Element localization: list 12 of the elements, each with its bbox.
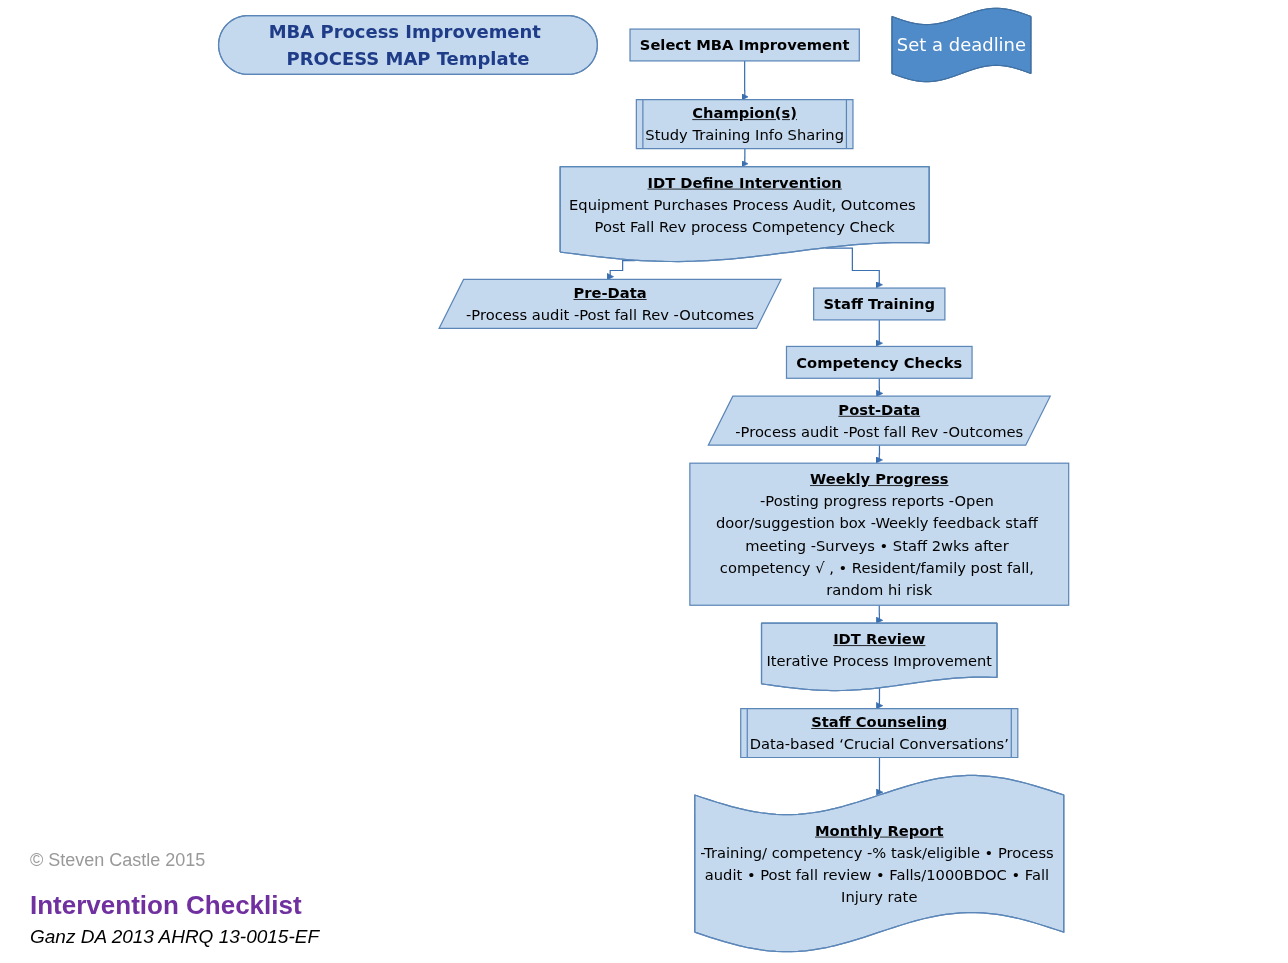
arrow [876, 319, 884, 347]
checklist-title: Intervention Checklist [30, 890, 302, 921]
arrow [876, 757, 884, 796]
arrow [876, 377, 884, 397]
node-box: Staff Training [813, 287, 946, 321]
arrow [876, 604, 884, 624]
node-box: Competency Checks [786, 345, 974, 379]
copyright-note: © Steven Castle 2015 [30, 850, 206, 871]
node-box: Select MBA Improvement [629, 28, 861, 62]
arrow [876, 445, 884, 464]
node-box: Weekly Progress -Posting progress reports -Open door/suggestion box -Weekly feedback staff meeting -Surveys • Staff 2wks after competency √ , • Resident/family post fall, random hi risk [689, 462, 1070, 606]
citation-note: Ganz DA 2013 AHRQ 13-0015-EF [30, 926, 319, 948]
